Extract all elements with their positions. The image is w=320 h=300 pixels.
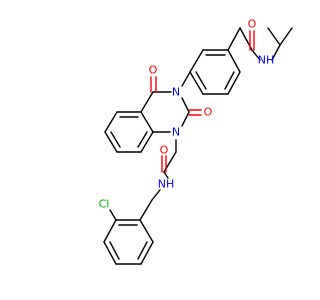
nitrogen-atom-label: N bbox=[172, 126, 180, 139]
bond bbox=[227, 49, 241, 73]
oxygen-atom-label: O bbox=[248, 18, 257, 31]
oxygen-atom-label: O bbox=[160, 144, 169, 157]
bond bbox=[103, 241, 117, 265]
nitrogen-h-atom-label: NH bbox=[258, 54, 275, 67]
atom-label-layer: O O N N O NH O NH Cl bbox=[99, 18, 275, 211]
bond bbox=[279, 27, 293, 46]
bond-inner bbox=[195, 71, 207, 90]
bond bbox=[163, 171, 169, 179]
molecule-structure-diagram: O O N N O NH O NH Cl bbox=[99, 18, 293, 265]
bond bbox=[140, 241, 154, 265]
bond bbox=[104, 131, 118, 153]
bond bbox=[139, 199, 153, 221]
bond-inner bbox=[110, 131, 121, 148]
bond bbox=[140, 111, 154, 133]
bond bbox=[139, 219, 154, 243]
bond bbox=[151, 189, 161, 201]
bond bbox=[227, 71, 241, 95]
bond bbox=[189, 71, 204, 95]
bond-inner bbox=[137, 131, 148, 148]
bond bbox=[103, 219, 117, 243]
bond bbox=[104, 111, 118, 133]
bond-layer bbox=[103, 27, 293, 265]
oxygen-atom-label: O bbox=[149, 64, 158, 77]
bond bbox=[109, 209, 117, 221]
nitrogen-atom-label: N bbox=[172, 86, 180, 99]
bond bbox=[140, 91, 154, 113]
chlorine-atom-label: Cl bbox=[99, 198, 110, 211]
bond bbox=[181, 71, 191, 87]
bond bbox=[227, 27, 241, 51]
bond bbox=[189, 49, 204, 73]
bond bbox=[251, 49, 261, 61]
bond bbox=[181, 111, 190, 127]
bond bbox=[181, 97, 190, 113]
bond bbox=[140, 131, 154, 153]
bond-inner bbox=[109, 241, 120, 260]
bond-inner bbox=[137, 241, 148, 260]
oxygen-atom-label: O bbox=[204, 106, 213, 119]
nitrogen-h-atom-label: NH bbox=[158, 178, 175, 191]
bond bbox=[267, 27, 281, 46]
bond bbox=[271, 44, 281, 61]
bond-inner bbox=[224, 71, 235, 90]
